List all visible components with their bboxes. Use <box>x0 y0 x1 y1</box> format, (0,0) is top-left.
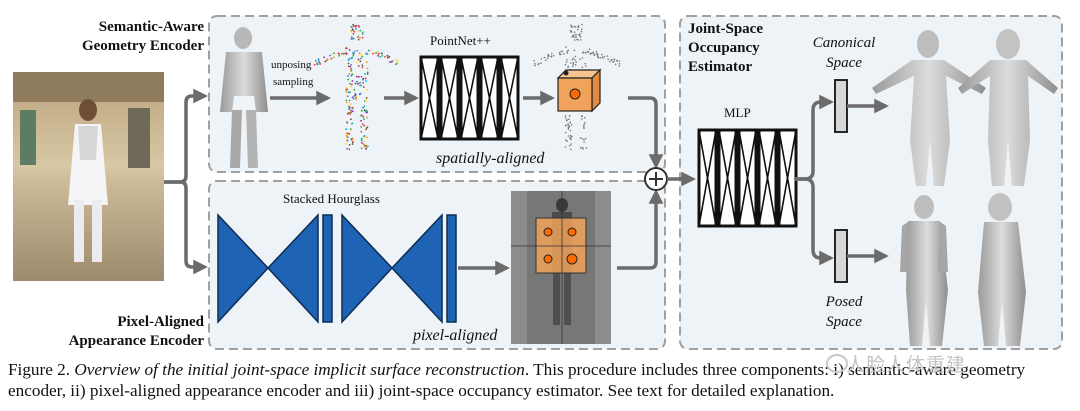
unposing-label: unposing <box>271 59 312 71</box>
watermark: 人脸人体重建 <box>846 354 967 376</box>
posed-line2: Space <box>826 314 862 330</box>
estimator-title: Joint-Space Occupancy Estimator <box>688 20 788 77</box>
sampling-label: sampling <box>273 76 314 88</box>
occupancy-estimator-panel <box>679 15 1063 350</box>
canonical-mesh-back <box>958 29 1058 186</box>
caption-body: . This procedure includes three componen… <box>8 360 1026 400</box>
semantic-title-line2: Geometry Encoder <box>81 38 204 54</box>
pointnet-label: PointNet++ <box>430 33 491 48</box>
stacked-hourglass-network <box>217 213 457 324</box>
posed-line1: Posed <box>825 294 863 310</box>
colored-point-cloud <box>313 23 399 151</box>
caption-italic: Overview of the initial joint-space impl… <box>74 360 525 379</box>
semantic-encoder-title: Semantic-Aware Geometry Encoder <box>64 18 204 56</box>
posed-mesh-back <box>978 193 1026 346</box>
pointnet-network <box>419 55 520 141</box>
figure-caption: Figure 2. Overview of the initial joint-… <box>8 359 1073 401</box>
semantic-title-line1: Semantic-Aware <box>98 19 204 35</box>
pixel-title-line1: Pixel-Aligned <box>117 314 204 330</box>
feature-cube <box>556 68 602 113</box>
estimator-title-line1: Joint-Space <box>688 21 763 37</box>
canonical-mesh-front <box>872 30 986 186</box>
wechat-icon <box>826 354 848 373</box>
posed-body-mesh <box>220 27 268 168</box>
canonical-output-layer <box>834 79 848 133</box>
mlp-label: MLP <box>724 105 751 120</box>
mlp-network <box>697 128 798 228</box>
canonical-space-label: Canonical Space <box>806 33 882 73</box>
concat-symbol <box>644 167 668 191</box>
posed-mesh-front <box>900 195 948 346</box>
posed-output-layer <box>834 229 848 283</box>
spatially-aligned-label: spatially-aligned <box>436 150 545 167</box>
input-photo <box>13 72 164 281</box>
pixel-aligned-label: pixel-aligned <box>413 327 498 344</box>
estimator-title-line3: Estimator <box>688 59 753 75</box>
caption-prefix: Figure 2. <box>8 360 75 379</box>
split-arrows <box>795 94 834 266</box>
branch-arrows <box>164 88 208 275</box>
pixel-title-line2: Appearance Encoder <box>68 333 204 349</box>
canonical-line2: Space <box>826 55 862 71</box>
stacked-hourglass-label: Stacked Hourglass <box>283 191 380 206</box>
feature-map-image <box>511 191 611 344</box>
posed-space-label: Posed Space <box>806 292 882 332</box>
canonical-line1: Canonical <box>812 35 876 51</box>
estimator-title-line2: Occupancy <box>688 40 760 56</box>
pixel-encoder-title: Pixel-Aligned Appearance Encoder <box>64 313 204 351</box>
